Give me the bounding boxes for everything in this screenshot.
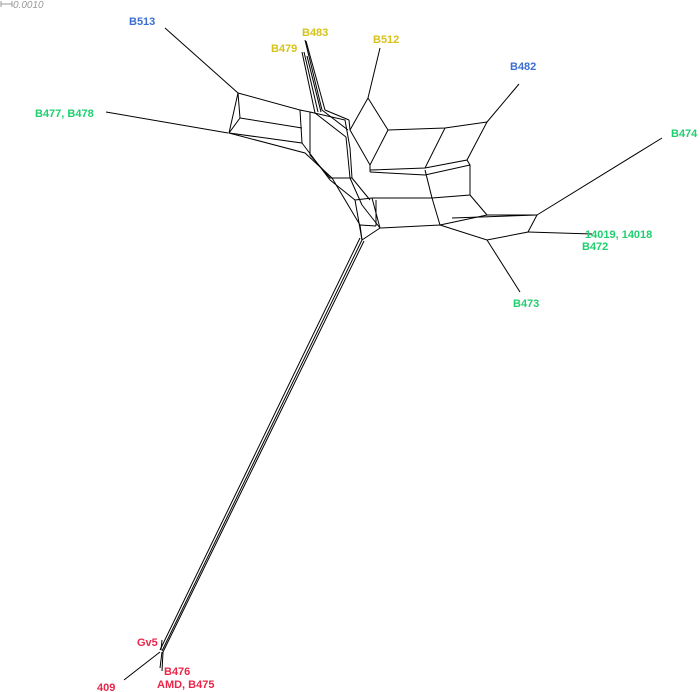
reticulation-edge xyxy=(329,179,356,201)
reticulation-right-mid xyxy=(369,164,471,199)
scale-bar-label: 0.0010 xyxy=(13,0,44,11)
b477-edge xyxy=(105,111,229,134)
b479-edge-a xyxy=(301,51,316,114)
taxon-label-b479: B479 xyxy=(271,43,297,55)
scale-bar: 0.0010 xyxy=(0,0,44,11)
reticulation-b512 xyxy=(349,97,389,167)
trunk-edge-3 xyxy=(162,240,365,653)
b479-edge-b xyxy=(303,51,319,113)
reticulation-edge xyxy=(424,127,446,169)
reticulation-edge xyxy=(349,177,363,206)
reticulation-edge xyxy=(237,92,241,119)
409-edge xyxy=(123,651,161,681)
taxon-label-b474: B474 xyxy=(671,128,698,140)
taxon-label-b512: B512 xyxy=(373,34,399,46)
b472-edge xyxy=(527,231,593,235)
b475-edge xyxy=(161,651,164,672)
taxon-label-b482: B482 xyxy=(510,61,536,73)
taxon-labels: B513 B483 B479 B512 B482 B477, B478 B474… xyxy=(35,16,698,692)
gv5-edge xyxy=(160,639,163,651)
b483-edge-b xyxy=(305,40,326,111)
reticulation-edge xyxy=(361,227,381,241)
taxon-label-b476: B476 xyxy=(164,666,190,678)
b479-edge-c xyxy=(306,55,322,113)
reticulation-edge xyxy=(348,119,351,131)
reticulation-edge xyxy=(424,169,433,199)
reticulation-edge xyxy=(466,159,471,166)
reticulation-edge xyxy=(239,117,303,129)
reticulation-edge xyxy=(345,136,351,179)
taxon-label-b483: B483 xyxy=(302,27,328,39)
reticulation-edge xyxy=(469,194,488,216)
reticulation-edge xyxy=(228,117,241,134)
trunk-edge-1 xyxy=(159,237,361,651)
reticulation-left-lower xyxy=(228,132,363,241)
reticulation-edge xyxy=(314,112,347,138)
taxon-label-b513: B513 xyxy=(129,16,155,28)
taxon-label-gv5: Gv5 xyxy=(137,637,158,649)
reticulation-right-top xyxy=(369,121,488,171)
reticulation-edge xyxy=(361,204,381,229)
taxon-label-b472: B472 xyxy=(582,241,608,253)
reticulation-edge xyxy=(324,109,350,121)
reticulation-edge xyxy=(351,177,371,201)
taxon-label-b473: B473 xyxy=(513,298,539,310)
b476-edge xyxy=(159,651,163,669)
b474-edge xyxy=(536,137,663,216)
reticulation-edge xyxy=(451,214,538,219)
trunk-edge-2 xyxy=(161,239,363,652)
b513-edge xyxy=(164,27,239,94)
taxon-label-14019-14018: 14019, 14018 xyxy=(585,229,652,241)
reticulation-center xyxy=(299,109,353,179)
network-edges xyxy=(105,27,663,681)
taxon-label-409: 409 xyxy=(97,682,115,692)
reticulation-edge xyxy=(431,197,441,226)
reticulation-right-low xyxy=(379,214,538,241)
reticulation-edge xyxy=(354,197,373,201)
reticulation-edge xyxy=(354,199,363,241)
taxon-label-amd-b475: AMD, B475 xyxy=(157,679,214,691)
b473-edge xyxy=(486,239,521,293)
reticulation-edge xyxy=(359,224,377,227)
b483-edge-a xyxy=(304,39,323,111)
taxon-label-b477-b478: B477, B478 xyxy=(35,108,94,120)
b482-edge xyxy=(486,83,520,123)
b512-edge xyxy=(367,47,381,99)
reticulation-edge xyxy=(321,109,349,131)
